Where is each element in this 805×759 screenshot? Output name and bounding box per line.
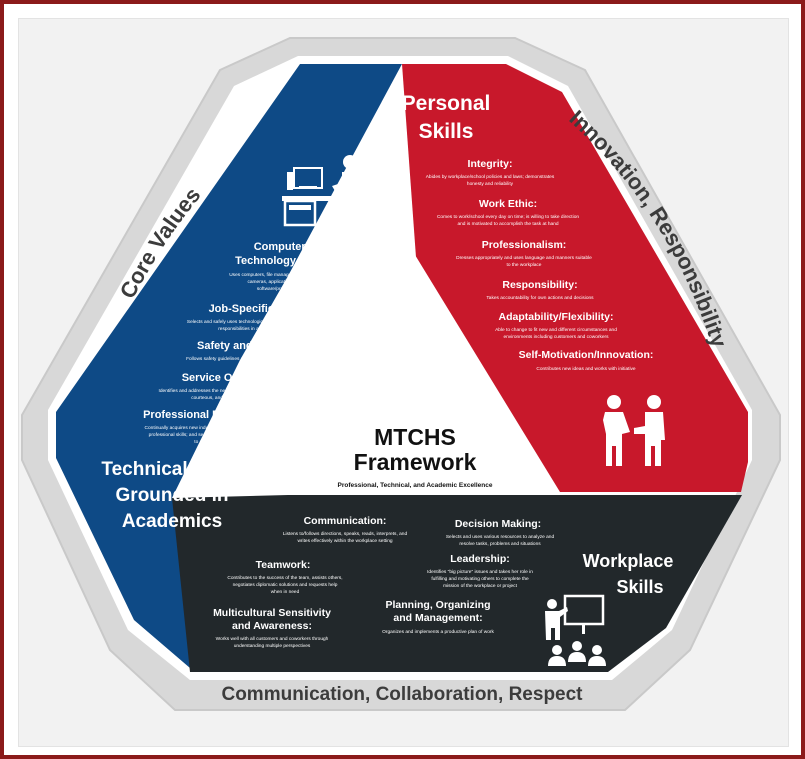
technical-item-heading: Safety and Health: xyxy=(197,340,293,352)
personal-item-desc: and is motivated to accomplish the task … xyxy=(457,221,558,227)
workplace-item-heading: Decision Making: xyxy=(455,518,541,530)
workplace-item-desc: fulfilling and motivating others to comp… xyxy=(431,576,529,582)
technical-item-desc: professional skills; and seeks promotion… xyxy=(149,432,276,438)
workplace-item-desc: mission of the workplace or project xyxy=(443,583,518,589)
workplace-item-desc: Contributes to the success of the team, … xyxy=(227,575,342,581)
technical-item-heading: Professional Development: xyxy=(143,409,285,421)
personal-item-desc: Abides by workplace/school policies and … xyxy=(426,174,555,180)
technical-item-heading: Technology Literacy: xyxy=(235,255,345,267)
workplace-item-desc: Listens to/follows directions, speaks, r… xyxy=(283,531,408,537)
technical-item-desc: cameras, applications the internet and xyxy=(247,279,328,285)
workplace-item-heading: and Awareness: xyxy=(232,620,312,632)
workplace-section xyxy=(172,495,742,672)
personal-item-list: Integrity: Abides by workplace/school po… xyxy=(426,158,654,372)
technical-title-line3: Academics xyxy=(122,511,222,532)
personal-item-desc: to the workplace xyxy=(507,262,542,268)
workplace-item-desc: understanding multiple perspectives xyxy=(234,643,311,649)
personal-item-heading: Professionalism: xyxy=(482,239,567,251)
workplace-item-desc: negotiates diplomatic solutions and requ… xyxy=(233,582,338,588)
workplace-item-heading: and Management: xyxy=(393,612,482,624)
personal-item-desc: Able to change to fit new and different … xyxy=(495,327,617,333)
workplace-item-desc: Organizes and implements a productive pl… xyxy=(382,629,494,635)
technical-item-heading: Job-Specific Skills: xyxy=(209,303,310,315)
workplace-title-line2: Skills xyxy=(616,577,663,597)
technical-item-heading: Computer and xyxy=(254,241,329,253)
workplace-item-desc: resolve tasks, problems and situations xyxy=(459,541,541,547)
technical-title-line1: Technical Skills xyxy=(101,459,242,480)
presentation-icon xyxy=(545,594,606,666)
personal-item-heading: Self-Motivation/Innovation: xyxy=(519,349,654,361)
personal-item-heading: Integrity: xyxy=(468,158,513,170)
personal-item-heading: Work Ethic: xyxy=(479,198,537,210)
technical-item-desc: courteous, and knowledgeable service xyxy=(191,395,273,401)
workplace-item-desc: writes effectively within the workplace … xyxy=(297,538,392,544)
personal-item-desc: Contributes new ideas and works with ini… xyxy=(536,366,636,372)
center-subtitle: Professional, Technical, and Academic Ex… xyxy=(338,482,493,489)
center-triangle xyxy=(285,250,560,492)
computer-desk-icon xyxy=(282,155,360,227)
technical-title-line2: Grounded in xyxy=(116,485,229,506)
technical-item-desc: Uses computers, file management techniqu… xyxy=(229,272,347,278)
ring-label-bottom: Communication, Collaboration, Respect xyxy=(221,684,583,705)
workplace-item-heading: Teamwork: xyxy=(256,559,311,571)
technical-item-desc: Selects and safely uses technological re… xyxy=(187,319,332,325)
personal-item-desc: Dresses appropriately and uses language … xyxy=(456,255,592,261)
workplace-item-heading: Leadership: xyxy=(450,553,510,565)
personal-item-desc: Takes accountability for own actions and… xyxy=(486,295,594,301)
workplace-item-desc: Works well with all customers and cowork… xyxy=(216,636,329,642)
personal-item-desc: Comes to work/school every day on time; … xyxy=(437,214,579,220)
technical-item-desc: Identifies and addresses the needs of al… xyxy=(159,388,306,394)
handshake-icon xyxy=(603,395,665,466)
workplace-item-desc: Selects and uses various resources to an… xyxy=(446,534,555,540)
technical-item-desc: responsibilities in a productive manner xyxy=(218,326,300,332)
personal-item-heading: Responsibility: xyxy=(502,279,577,291)
personal-item-heading: Adaptability/Flexibility: xyxy=(499,311,614,323)
personal-title-line2: Skills xyxy=(419,120,474,143)
workplace-item-heading: Planning, Organizing xyxy=(386,599,491,611)
workplace-title-line1: Workplace xyxy=(583,551,674,571)
workplace-item-desc: Identifies "big picture" issues and take… xyxy=(427,569,533,575)
center-title-line2: Framework xyxy=(354,449,477,475)
personal-item-desc: honesty and reliability xyxy=(467,181,514,187)
technical-item-desc: software/programs effectively xyxy=(257,286,320,292)
workplace-item-list: Communication: Listens to/follows direct… xyxy=(213,515,554,649)
technical-item-desc: Continually acquires new industry-relate… xyxy=(145,425,281,431)
technical-item-desc: Follows safety guidelines and manages pe… xyxy=(186,356,304,362)
workplace-item-desc: when in need xyxy=(271,589,300,595)
technical-item-list: Computer and Technology Literacy: Uses c… xyxy=(143,241,347,445)
center-title-line1: MTCHS xyxy=(374,424,456,450)
technical-item-desc: to apply for a job xyxy=(194,439,230,445)
workplace-item-heading: Multicultural Sensitivity xyxy=(213,607,331,619)
workplace-item-heading: Communication: xyxy=(304,515,387,527)
personal-item-desc: environments including customers and cow… xyxy=(503,334,609,340)
technical-item-heading: Service Orientation: xyxy=(182,372,287,384)
personal-title-line1: Personal xyxy=(402,92,491,115)
